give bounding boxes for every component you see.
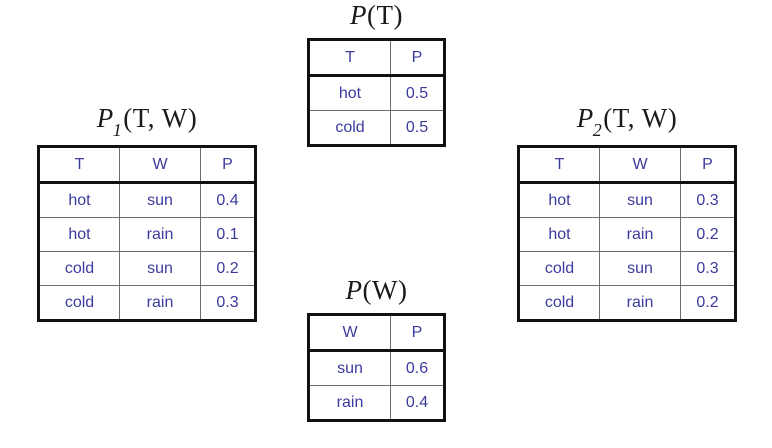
table-header-row: W P: [308, 314, 445, 352]
cell-w: rain: [308, 385, 391, 421]
cell-p: 0.3: [680, 182, 736, 219]
factor-p1: P1(T, W) T W P hot sun 0.4 hot rain 0.1 …: [37, 103, 257, 323]
factor-pt-table: T P hot 0.5 cold 0.5: [307, 38, 446, 147]
table-row: cold rain 0.2: [518, 285, 736, 321]
cell-p: 0.1: [200, 217, 256, 253]
table-row: cold sun 0.3: [518, 251, 736, 287]
cell-w: sun: [599, 251, 681, 287]
cell-w: rain: [119, 217, 201, 253]
column-header-w: W: [119, 146, 201, 185]
cell-t: cold: [518, 251, 600, 287]
cell-t: hot: [308, 75, 391, 111]
cell-w: rain: [599, 285, 681, 321]
factor-p2: P2(T, W) T W P hot sun 0.3 hot rain 0.2 …: [517, 103, 737, 323]
table-row: hot 0.5: [308, 75, 445, 111]
cell-p: 0.6: [390, 350, 445, 386]
cell-t: cold: [38, 285, 120, 321]
column-header-p: P: [680, 146, 736, 185]
factor-pt: P(T) T P hot 0.5 cold 0.5: [307, 2, 446, 147]
column-header-p: P: [200, 146, 256, 185]
table-row: hot sun 0.3: [518, 182, 736, 219]
cell-p: 0.3: [680, 251, 736, 287]
factor-p2-title: P2(T, W): [517, 103, 737, 140]
factor-pw-table: W P sun 0.6 rain 0.4: [307, 313, 446, 422]
cell-p: 0.4: [200, 182, 256, 219]
column-header-p: P: [390, 39, 445, 77]
factor-p1-title: P1(T, W): [37, 103, 257, 140]
cell-w: sun: [119, 182, 201, 219]
cell-w: sun: [308, 350, 391, 386]
factor-pt-title-args: (T): [367, 0, 403, 30]
table-header-row: T W P: [518, 146, 736, 185]
factor-pt-title: P(T): [307, 2, 446, 29]
column-header-t: T: [518, 146, 600, 185]
column-header-t: T: [38, 146, 120, 185]
cell-t: hot: [518, 217, 600, 253]
table-row: cold sun 0.2: [38, 251, 256, 287]
table-row: hot rain 0.2: [518, 217, 736, 253]
table-row: sun 0.6: [308, 350, 445, 386]
table-row: cold 0.5: [308, 110, 445, 146]
cell-p: 0.2: [680, 285, 736, 321]
cell-p: 0.5: [390, 110, 445, 146]
column-header-t: T: [308, 39, 391, 77]
cell-p: 0.2: [680, 217, 736, 253]
cell-p: 0.2: [200, 251, 256, 287]
column-header-w: W: [599, 146, 681, 185]
cell-t: cold: [308, 110, 391, 146]
factor-pw-title-symbol: P: [345, 275, 363, 305]
factor-p1-title-symbol: P: [96, 103, 114, 133]
factor-p1-title-args: (T, W): [123, 103, 198, 133]
column-header-w: W: [308, 314, 391, 352]
factor-pw: P(W) W P sun 0.6 rain 0.4: [307, 277, 446, 422]
factor-p2-title-args: (T, W): [603, 103, 678, 133]
table-header-row: T P: [308, 39, 445, 77]
factor-p1-table: T W P hot sun 0.4 hot rain 0.1 cold sun …: [37, 145, 257, 323]
cell-t: hot: [38, 182, 120, 219]
cell-t: hot: [518, 182, 600, 219]
cell-p: 0.5: [390, 75, 445, 111]
factor-pw-title-args: (W): [362, 275, 408, 305]
cell-t: hot: [38, 217, 120, 253]
table-header-row: T W P: [38, 146, 256, 185]
cell-w: sun: [119, 251, 201, 287]
table-row: hot rain 0.1: [38, 217, 256, 253]
cell-t: cold: [518, 285, 600, 321]
cell-w: rain: [119, 285, 201, 321]
factor-p2-title-symbol: P: [576, 103, 594, 133]
cell-p: 0.3: [200, 285, 256, 321]
table-row: cold rain 0.3: [38, 285, 256, 321]
table-row: hot sun 0.4: [38, 182, 256, 219]
table-row: rain 0.4: [308, 385, 445, 421]
factor-pw-title: P(W): [307, 277, 446, 304]
column-header-p: P: [390, 314, 445, 352]
cell-t: cold: [38, 251, 120, 287]
factor-pt-title-symbol: P: [350, 0, 367, 30]
factor-p1-title-subscript: 1: [112, 120, 123, 141]
factor-p2-title-subscript: 2: [592, 120, 603, 141]
cell-w: sun: [599, 182, 681, 219]
factor-p2-table: T W P hot sun 0.3 hot rain 0.2 cold sun …: [517, 145, 737, 323]
cell-p: 0.4: [390, 385, 445, 421]
cell-w: rain: [599, 217, 681, 253]
